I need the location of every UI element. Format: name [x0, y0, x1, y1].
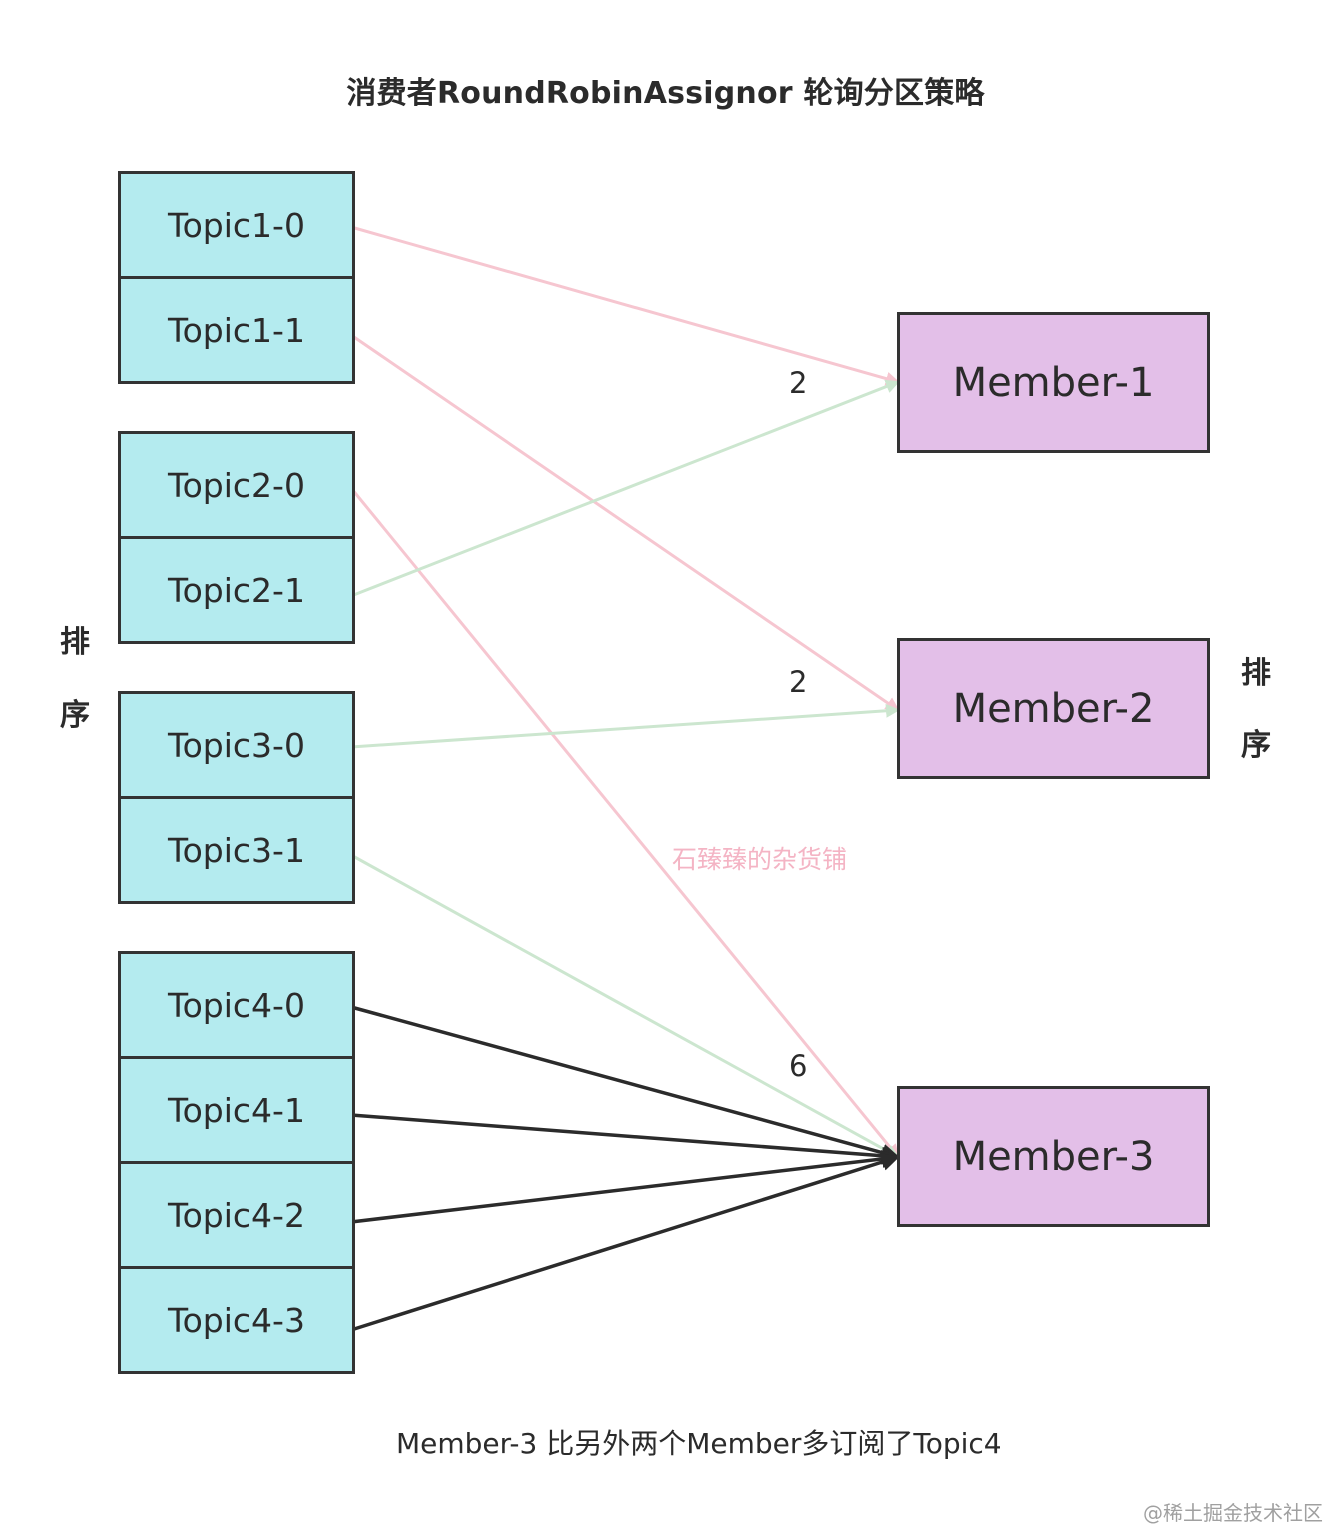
- arrow-topic1-0-to-member-1: [350, 225, 900, 386]
- footer-caption: Member-3 比另外两个Member多订阅了Topic4: [396, 1427, 1002, 1460]
- partition-topic2-1: Topic2-1: [168, 570, 305, 610]
- topic-group-2: Topic2-0 Topic2-1: [118, 431, 355, 644]
- partition-topic4-3: Topic4-3: [168, 1300, 305, 1340]
- member-2-count: 2: [789, 665, 808, 699]
- sort-label-right-1: 排: [1241, 656, 1271, 691]
- partition-topic2-0: Topic2-0: [121, 434, 352, 539]
- arrow-topic4-3-to-member-3: [350, 1153, 900, 1332]
- diagram-title: 消费者RoundRobinAssignor 轮询分区策略: [346, 76, 985, 111]
- partition-topic4-1: Topic4-1: [121, 1059, 352, 1164]
- member-1-count: 2: [789, 366, 808, 400]
- arrow-topic1-1-to-member-2: [350, 333, 900, 712]
- partition-topic4-2: Topic4-2: [121, 1164, 352, 1269]
- partition-topic4-0: Topic4-0: [121, 954, 352, 1059]
- member-3-box: Member-3: [897, 1086, 1210, 1227]
- arrow-topic4-2-to-member-3: [350, 1149, 900, 1224]
- partition-topic1-0: Topic1-0: [121, 174, 352, 279]
- topic-group-3: Topic3-0 Topic3-1: [118, 691, 355, 904]
- arrow-topic3-0-to-member-2: [350, 703, 900, 749]
- partition-topic1-1: Topic1-1: [168, 310, 305, 350]
- topic-group-1: Topic1-0 Topic1-1: [118, 171, 355, 384]
- watermark-text: 石臻臻的杂货铺: [672, 845, 848, 874]
- arrow-topic4-1-to-member-3: [350, 1113, 900, 1165]
- partition-topic3-1: Topic3-1: [168, 830, 305, 870]
- arrow-topic3-1-to-member-3: [350, 853, 900, 1159]
- sort-label-left-2: 序: [60, 698, 90, 733]
- credit-text: @稀土掘金技术社区: [1143, 1501, 1323, 1525]
- partition-topic3-0: Topic3-0: [121, 694, 352, 799]
- member-3-count: 6: [789, 1049, 808, 1083]
- member-1-box: Member-1: [897, 312, 1210, 453]
- topic-group-4: Topic4-0 Topic4-1 Topic4-2 Topic4-3: [118, 951, 355, 1374]
- sort-label-right-2: 序: [1241, 728, 1271, 763]
- arrow-topic4-0-to-member-3: [350, 1005, 900, 1162]
- arrow-topic2-0-to-member-3: [349, 487, 900, 1159]
- sort-label-left-1: 排: [60, 625, 90, 660]
- arrow-topic2-1-to-member-1: [350, 379, 900, 598]
- member-2-box: Member-2: [897, 638, 1210, 779]
